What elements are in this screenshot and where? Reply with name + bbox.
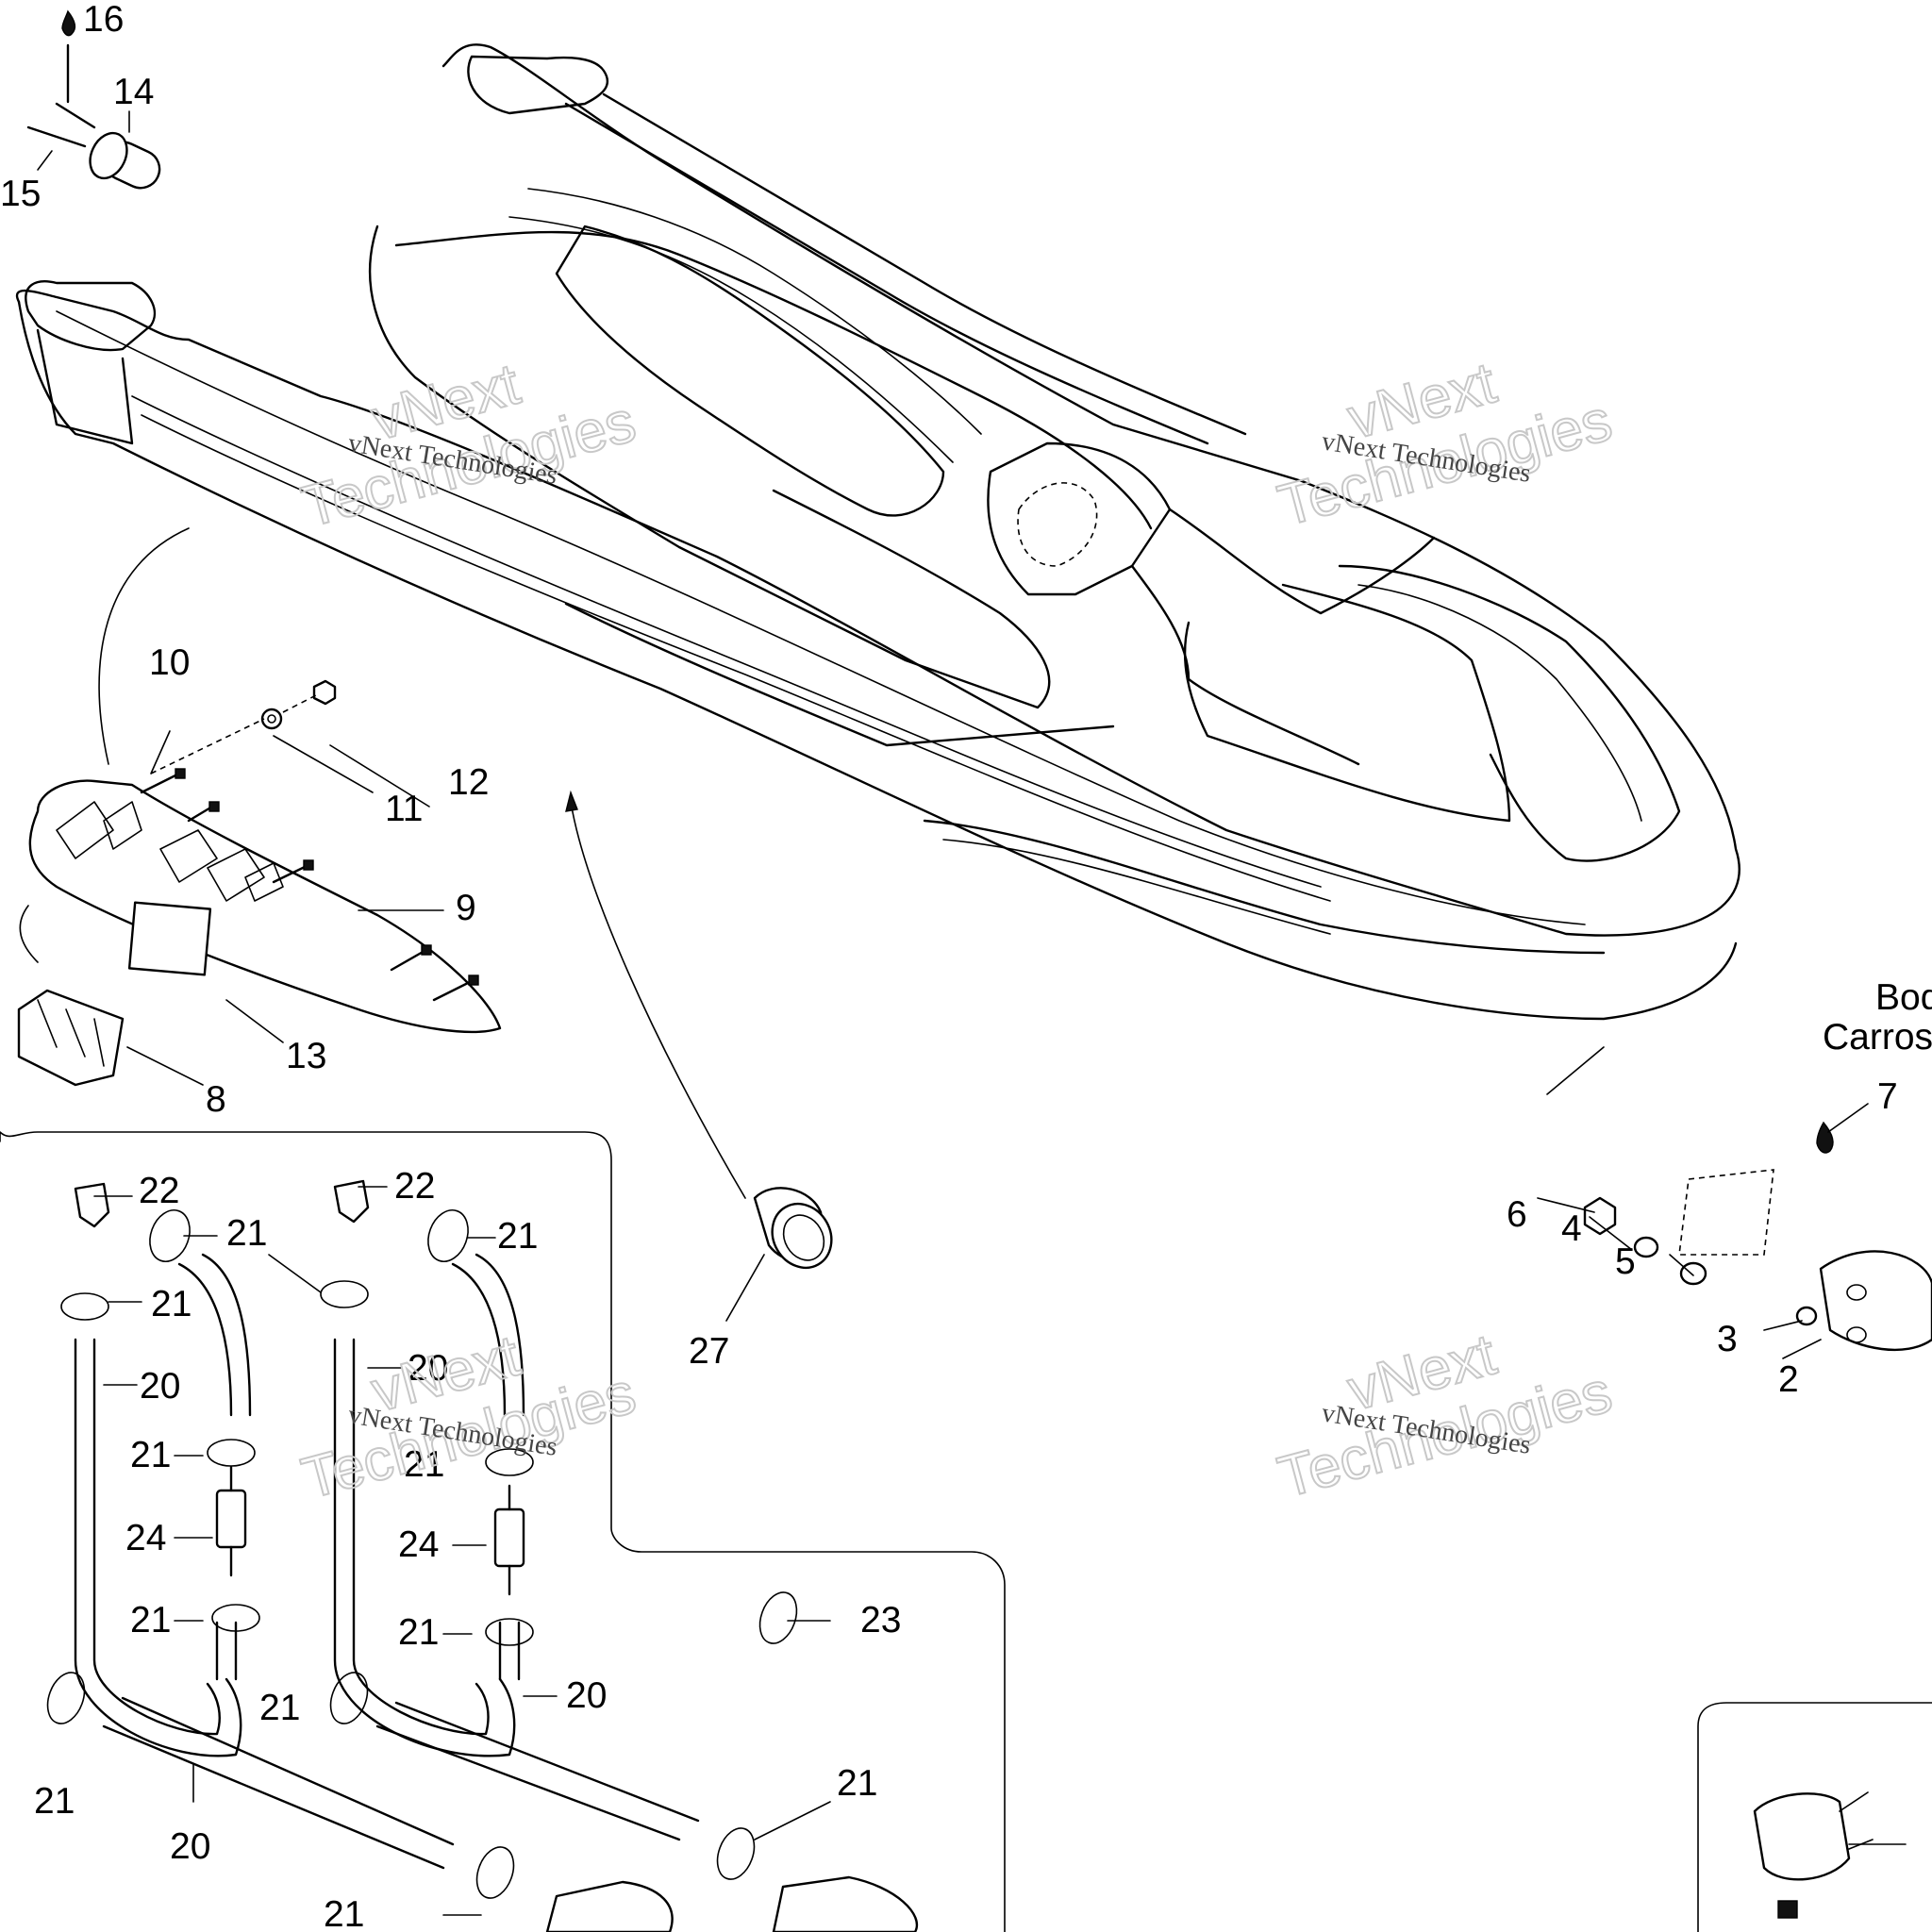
callout-21-g: 21	[398, 1612, 439, 1653]
callout-16: 16	[83, 0, 124, 40]
callout-4: 4	[1561, 1208, 1582, 1249]
callout-27: 27	[689, 1331, 729, 1372]
body-label-line2: Carros	[1823, 1017, 1932, 1058]
callout-3: 3	[1717, 1319, 1738, 1359]
callout-22-right: 22	[394, 1166, 435, 1207]
callout-20-c: 20	[566, 1675, 607, 1716]
callout-8: 8	[206, 1079, 226, 1120]
drain-plug	[26, 9, 161, 190]
callout-5: 5	[1615, 1241, 1636, 1282]
watermark-1: vNext Technologies	[294, 351, 642, 541]
callout-20-d: 20	[170, 1826, 210, 1867]
callout-24-b: 24	[398, 1524, 439, 1565]
watermark-4: vNext Technologies	[1271, 1321, 1619, 1511]
callout-7: 7	[1877, 1076, 1898, 1117]
leader-lines	[37, 110, 1907, 1916]
stud-bolts	[140, 768, 479, 1002]
clip-inset	[1697, 1702, 1932, 1932]
callout-9: 9	[456, 888, 476, 928]
sleeve-27	[565, 790, 833, 1270]
vent-8	[17, 989, 125, 1087]
callout-23: 23	[860, 1600, 901, 1641]
decal-13	[127, 901, 212, 976]
callout-15: 15	[0, 174, 41, 214]
callout-2: 2	[1778, 1359, 1799, 1400]
callout-6: 6	[1507, 1194, 1527, 1235]
callout-20-b: 20	[408, 1348, 448, 1389]
hull-body	[15, 43, 1740, 1021]
callout-20-a: 20	[140, 1366, 180, 1407]
stern-plate	[17, 527, 502, 1087]
callout-21-k: 21	[324, 1894, 364, 1932]
nut-12	[312, 679, 337, 706]
callout-21-d: 21	[130, 1435, 171, 1475]
callout-12: 12	[448, 762, 489, 803]
callout-21-c: 21	[151, 1284, 192, 1324]
callout-14: 14	[113, 72, 154, 112]
watermark-2: vNext Technologies	[1271, 349, 1619, 540]
clamps-21	[46, 1209, 798, 1899]
callout-21-b: 21	[497, 1216, 538, 1257]
callout-21-h: 21	[259, 1688, 300, 1728]
body-label-line1: Bod	[1875, 977, 1932, 1018]
callout-21-i: 21	[34, 1781, 75, 1822]
callout-21-a: 21	[226, 1213, 267, 1254]
callout-13: 13	[286, 1036, 326, 1076]
side-hardware	[1583, 1103, 1932, 1352]
callout-21-j: 21	[837, 1763, 877, 1804]
callout-11: 11	[385, 789, 424, 829]
callout-22-left: 22	[139, 1171, 179, 1211]
watermark-3: vNext Technologies	[294, 1323, 642, 1513]
callout-24-a: 24	[125, 1518, 166, 1558]
callout-21-e: 21	[404, 1444, 444, 1485]
callout-21-f: 21	[130, 1600, 171, 1641]
callout-10: 10	[149, 642, 190, 683]
washer-11	[260, 708, 283, 730]
